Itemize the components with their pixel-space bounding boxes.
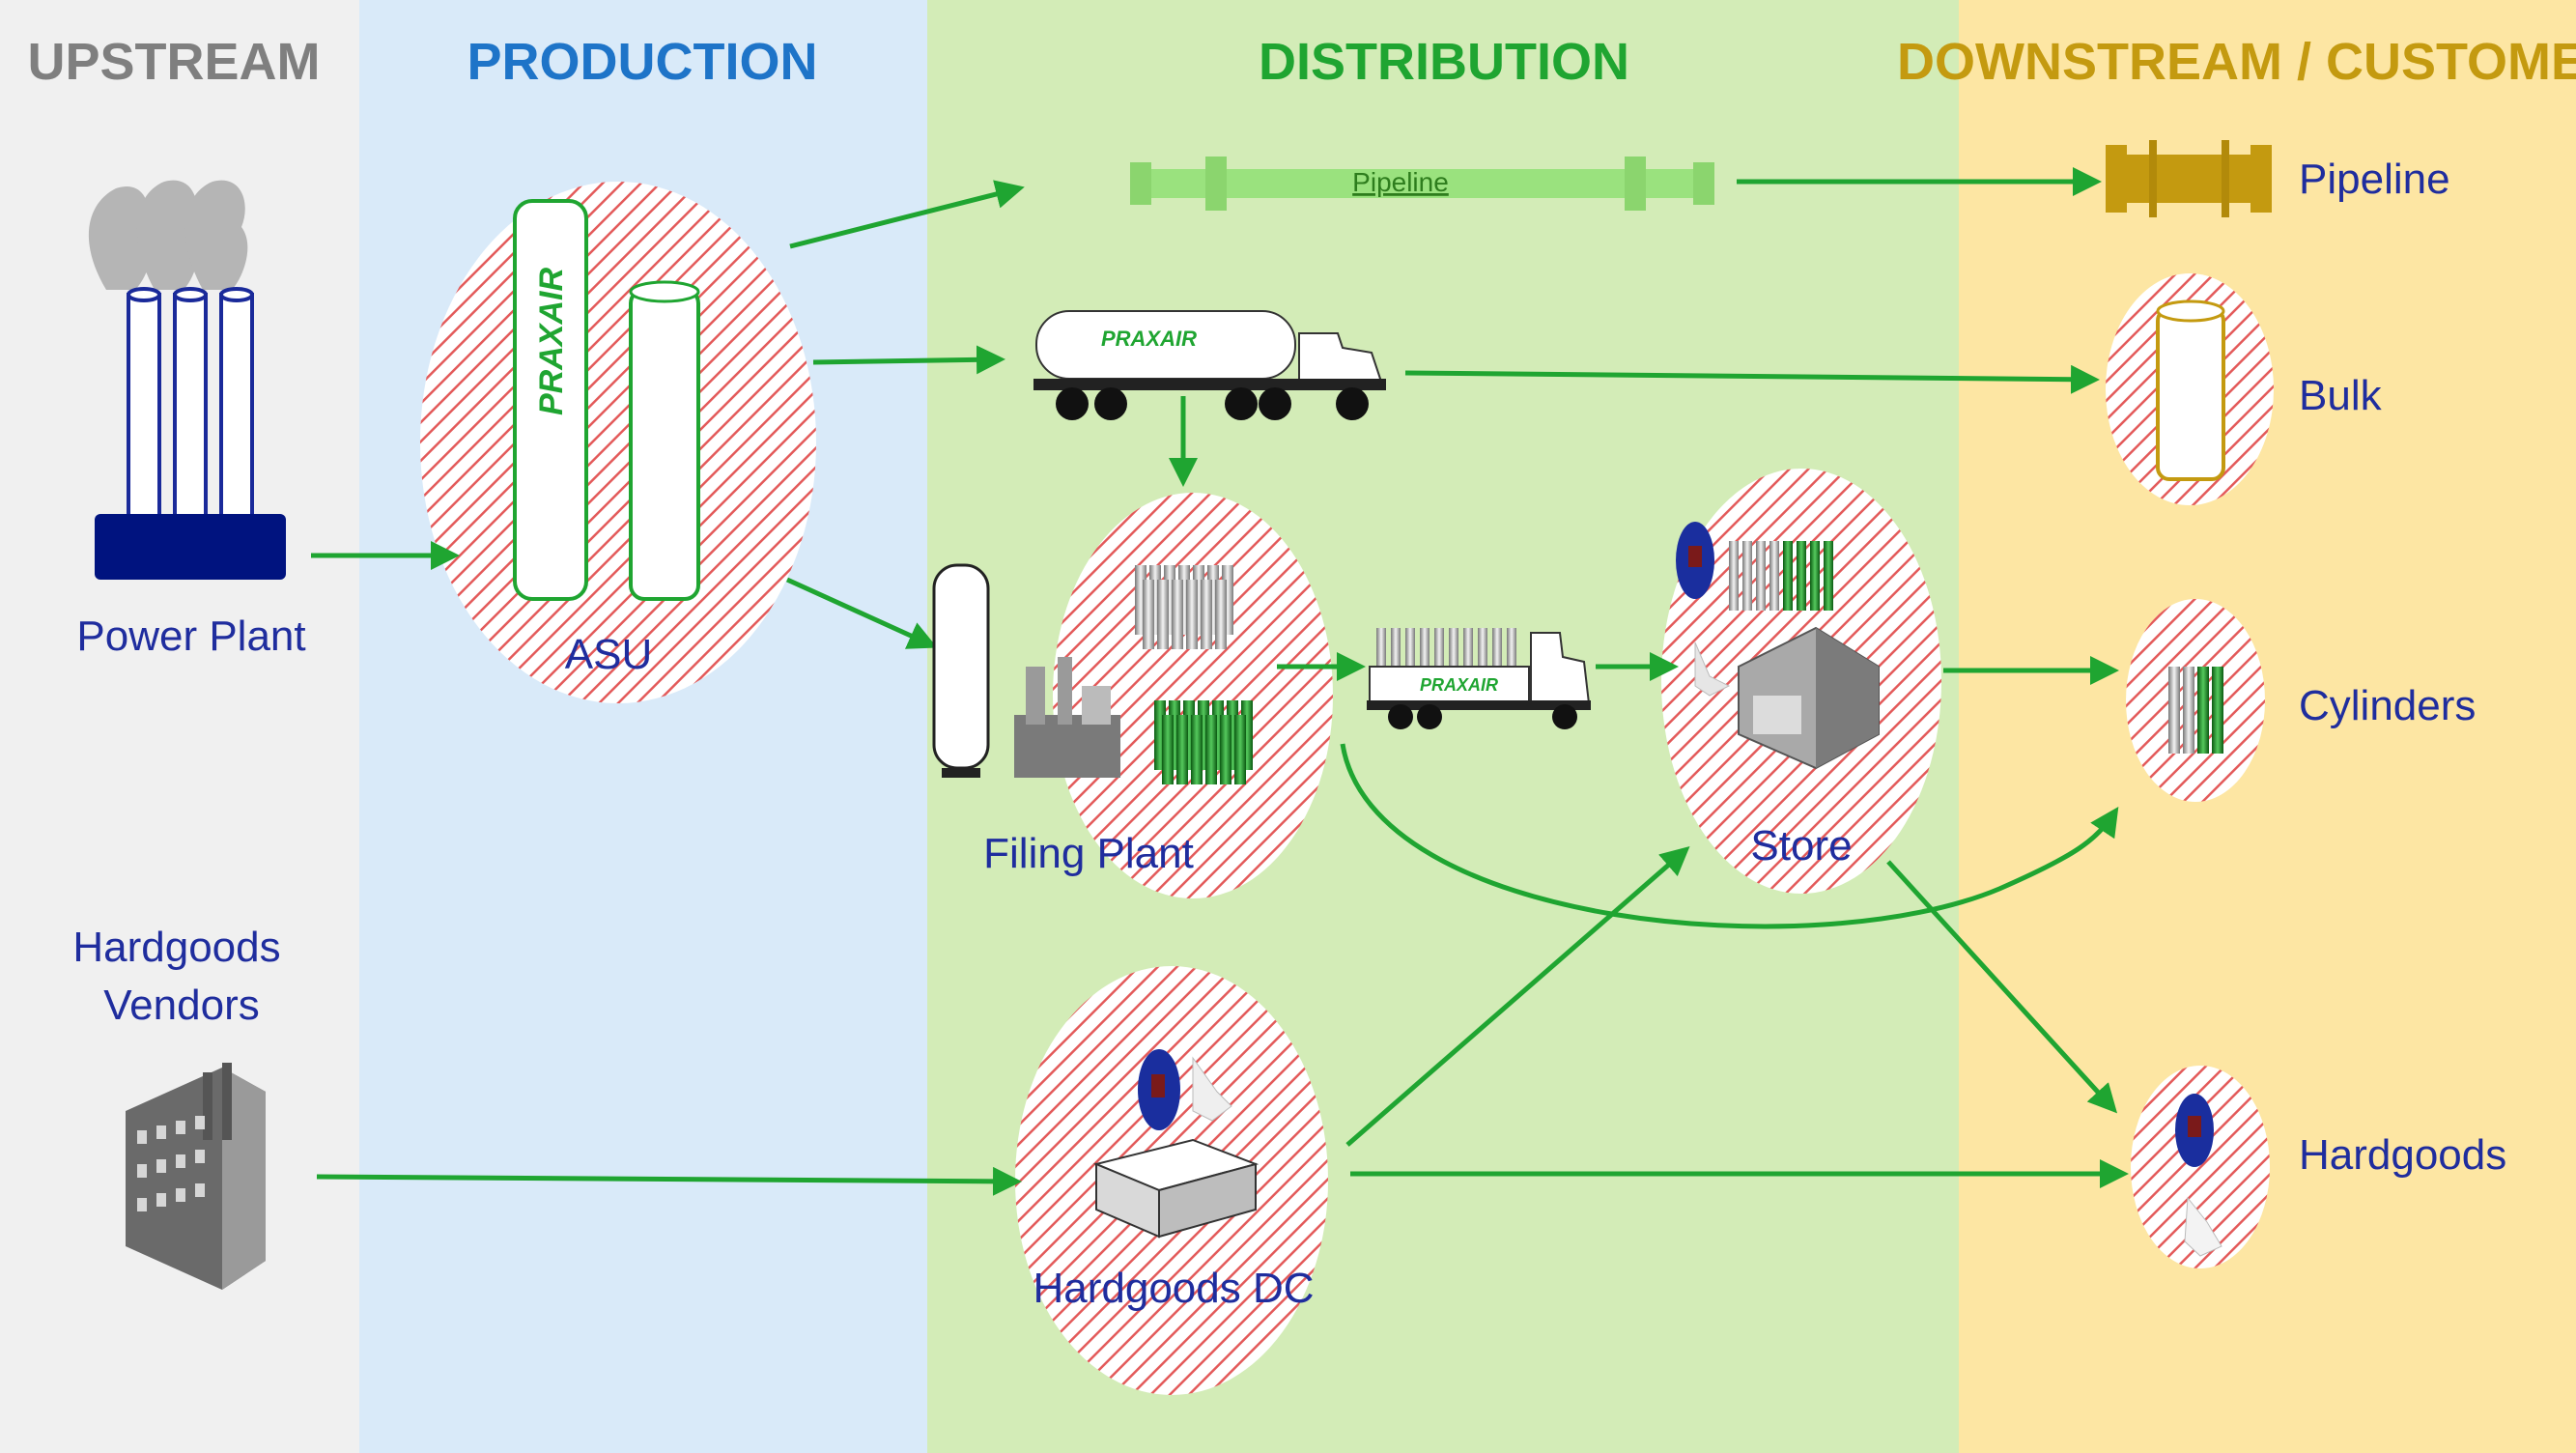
flow-arrows [311, 167, 2129, 1196]
power-plant-label: Power Plant [76, 613, 305, 660]
tanker-brand: PRAXAIR [1101, 327, 1197, 351]
arrow-vendors-dc [316, 1166, 1022, 1196]
customer-bulk-label: Bulk [2299, 372, 2383, 419]
customer-pipeline-icon [2106, 140, 2272, 217]
flatbed-brand: PRAXAIR [1420, 675, 1498, 695]
grey-cylinders-cluster [1135, 565, 1233, 649]
bulk-tank-icon [2156, 299, 2225, 481]
arrow-store-hardgoods [1886, 860, 2118, 1114]
asu-label: ASU [565, 631, 652, 678]
header-downstream: DOWNSTREAM / CUSTOMER [1897, 33, 2576, 91]
hardgoods-dc-icon [1092, 1049, 1260, 1239]
store-label: Store [1750, 822, 1852, 869]
green-cylinders-cluster [1154, 700, 1253, 784]
arrow-asu-filingplant [785, 577, 938, 649]
header-production: PRODUCTION [467, 33, 818, 91]
hardgoods-customer-node [2131, 1066, 2270, 1268]
asu-brand: PRAXAIR [533, 268, 570, 415]
downstream-column [1959, 0, 2576, 1453]
arrow-truck-bulk [1404, 364, 2100, 394]
customer-hardgoods-icon [2175, 1094, 2222, 1257]
arrow-asu-truck [812, 345, 1005, 375]
flatbed-truck-icon: PRAXAIR [1367, 628, 1591, 729]
asu-tanks-icon: PRAXAIR [513, 199, 700, 601]
pipeline-segment-label: Pipeline [1352, 167, 1449, 197]
hardgoods-dc-label: Hardgoods DC [1033, 1265, 1314, 1312]
arrow-filingplant-cylinders [1340, 743, 2119, 929]
customer-pipeline-label: Pipeline [2299, 156, 2450, 203]
filling-plant-icon [932, 563, 1253, 784]
customer-hardgoods-label: Hardgoods [2299, 1131, 2506, 1179]
factory-icon [126, 1063, 266, 1290]
arrow-dc-store [1345, 846, 1690, 1147]
customer-cylinders-label: Cylinders [2299, 682, 2476, 729]
header-distribution: DISTRIBUTION [1259, 33, 1629, 91]
pipeline-segment-icon [1130, 157, 1714, 211]
filing-plant-label: Filing Plant [983, 830, 1194, 877]
customer-cylinders-icon [2168, 667, 2223, 754]
cylinders-customer-node [2126, 599, 2265, 802]
hardgoods-vendors-label-line1: Hardgoods [72, 924, 280, 971]
hardgoods-vendors-label-line2: Vendors [103, 982, 259, 1029]
power-plant-icon [88, 180, 286, 580]
filing-plant-node [1053, 493, 1333, 898]
asu-node [420, 182, 816, 703]
arrow-asu-pipeline [789, 180, 1025, 249]
tanker-truck-icon: PRAXAIR [1033, 310, 1386, 420]
store-icon [1676, 522, 1880, 770]
header-upstream: UPSTREAM [27, 33, 320, 91]
